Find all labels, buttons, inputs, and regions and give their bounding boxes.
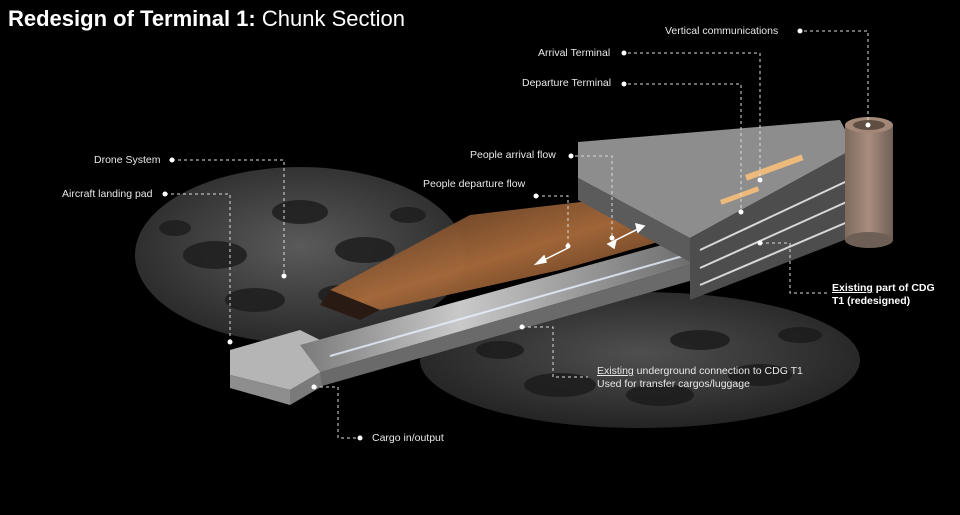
leader-lines xyxy=(165,30,869,439)
label-vertical-communications: Vertical communications xyxy=(665,25,779,37)
label-drone-system: Drone System xyxy=(94,154,161,166)
underground-rest: underground connection to CDG T1 xyxy=(633,365,803,377)
label-existing-part: Existing part of CDG T1 (redesigned) xyxy=(832,282,935,308)
existing-part-rest: part of CDG xyxy=(872,282,935,294)
label-departure-terminal: Departure Terminal xyxy=(522,77,612,89)
label-arrival-terminal: Arrival Terminal xyxy=(538,47,611,59)
label-people-arrival-flow: People arrival flow xyxy=(470,149,556,161)
label-people-departure-flow: People departure flow xyxy=(423,178,526,190)
label-underground-connection: Existing underground connection to CDG T… xyxy=(597,365,803,391)
existing-part-line2: T1 (redesigned) xyxy=(832,295,911,307)
existing-part-underlined: Existing xyxy=(832,282,873,294)
vertical-communications-cylinder xyxy=(845,117,893,248)
people-flow-arrows xyxy=(533,222,646,266)
leader-dots xyxy=(162,28,871,441)
terminal-building xyxy=(578,120,870,300)
underground-tube xyxy=(300,240,700,386)
departure-arrival-hall xyxy=(320,195,700,320)
title-bold: Redesign of Terminal 1: xyxy=(8,6,256,31)
underground-line2: Used for transfer cargos/luggage xyxy=(597,378,750,390)
label-aircraft-landing-pad: Aircraft landing pad xyxy=(62,188,153,200)
title-regular: Chunk Section xyxy=(261,6,405,31)
underground-underlined: Existing xyxy=(597,365,634,377)
label-cargo: Cargo in/output xyxy=(372,432,444,444)
page-title: Redesign of Terminal 1: Chunk Section xyxy=(8,6,405,32)
